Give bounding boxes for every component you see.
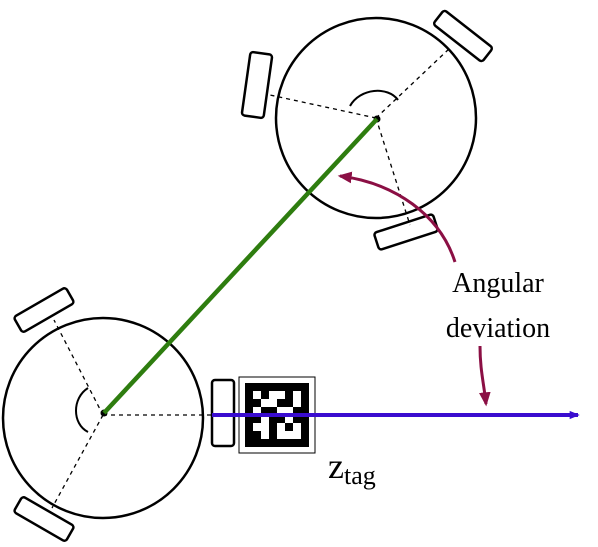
apriltag-pattern	[253, 391, 301, 439]
robot-start-wheel-bottom	[13, 496, 75, 542]
angular-deviation-arrow-lower	[478, 345, 491, 407]
robot-end-angle-arc	[349, 89, 399, 107]
z-tag-label-subscript: tag	[344, 461, 376, 490]
z-tag-label-main: z	[328, 446, 344, 486]
robot-end-wheel-upper-right	[432, 9, 494, 63]
robot-start-angle-arc	[75, 387, 89, 433]
angular-deviation-label-line2: deviation	[446, 313, 550, 344]
robot-start-spoke-top	[53, 319, 104, 416]
robot-end	[240, 9, 494, 251]
robot-start-wheel-top	[13, 287, 75, 333]
trajectory-line	[102, 117, 379, 415]
angular-deviation-label-line1: Angular	[452, 268, 544, 299]
angular-deviation-arrow-upper	[337, 171, 457, 263]
robot-end-spoke-left	[269, 94, 377, 119]
z-tag-label: ztag	[328, 446, 376, 490]
robot-start-spoke-bottom	[51, 414, 104, 509]
robot-end-spoke-lower	[375, 117, 411, 226]
robot-end-spoke-upper-right	[375, 47, 451, 119]
robot-start	[1, 287, 236, 542]
robot-start-body	[1, 316, 205, 520]
robot-end-wheel-lower	[373, 213, 439, 251]
robot-end-wheel-left	[240, 50, 274, 120]
